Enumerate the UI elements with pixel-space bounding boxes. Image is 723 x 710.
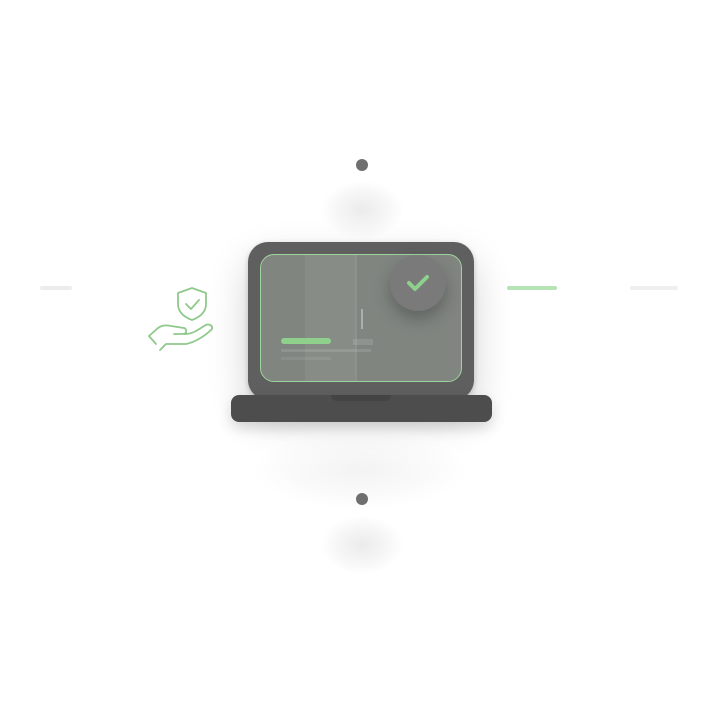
top-glow xyxy=(320,180,404,240)
screen-tick xyxy=(361,309,363,329)
screen-small-box xyxy=(353,339,373,345)
right-line xyxy=(630,286,678,290)
left-line xyxy=(40,286,72,290)
screen-bar xyxy=(281,338,331,344)
screen-column xyxy=(305,255,355,381)
laptop-base xyxy=(231,395,492,422)
hand-shield-icon xyxy=(148,287,214,351)
check-badge xyxy=(390,255,446,311)
bottom-glow xyxy=(320,515,404,575)
laptop-notch xyxy=(331,395,391,401)
screen-line xyxy=(281,349,371,352)
checkmark-icon xyxy=(407,275,429,291)
right-green-line xyxy=(507,286,557,290)
top-dot xyxy=(356,159,368,171)
screen-column xyxy=(355,255,357,381)
screen-line xyxy=(281,357,331,360)
shield-check-icon xyxy=(177,287,207,321)
bottom-dot xyxy=(356,493,368,505)
hand-icon xyxy=(148,323,214,351)
laptop-lid xyxy=(248,242,474,400)
